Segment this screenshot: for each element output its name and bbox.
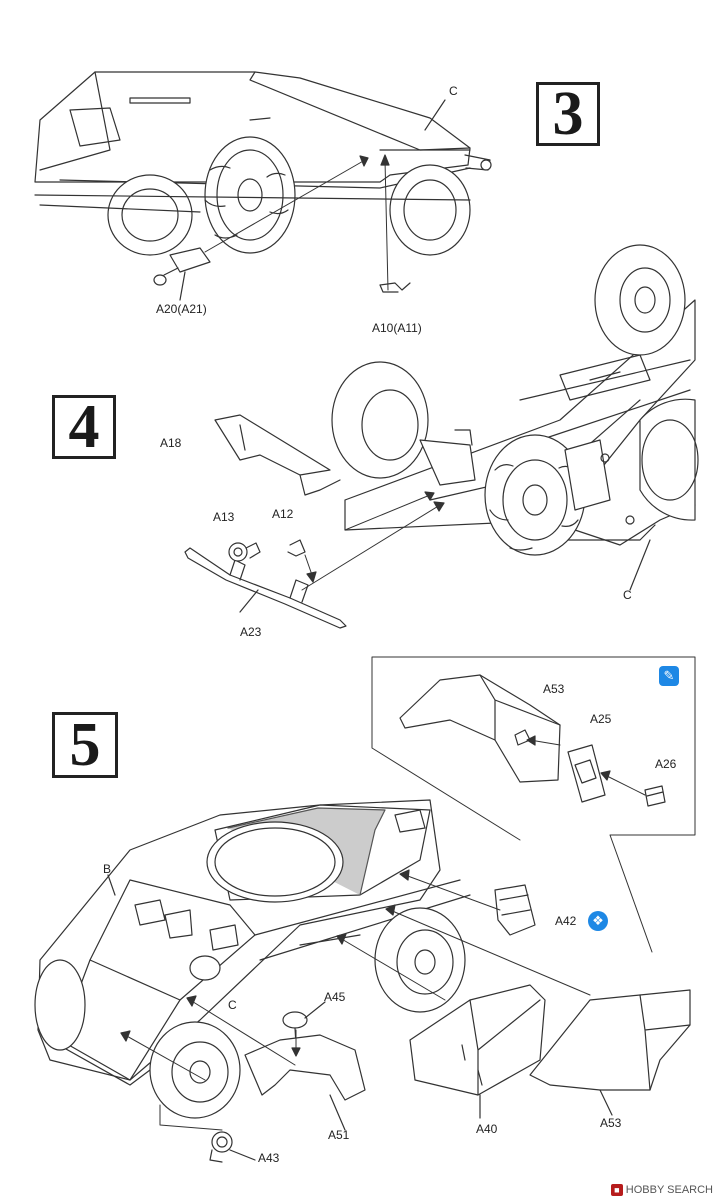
part-label-a42: A42 [555, 914, 577, 928]
watermark: ■ HOBBY SEARCH [610, 1184, 713, 1196]
step3-drawing [34, 71, 492, 301]
part-label-a25: A25 [590, 712, 612, 726]
step5-drawing [34, 656, 696, 1163]
part-label-a40: A40 [476, 1122, 498, 1136]
option-part-icon: ❖ [588, 911, 608, 931]
part-label-a43: A43 [258, 1151, 280, 1165]
part-label-a53: A53 [600, 1116, 622, 1130]
part-label-c-step3: C [449, 84, 458, 98]
part-label-b: B [103, 862, 112, 876]
part-label-a12: A12 [272, 507, 294, 521]
step-5-number: 5 [52, 712, 118, 778]
step-4-number: 4 [52, 395, 116, 459]
part-label-a51: A51 [328, 1128, 350, 1142]
part-label-a26: A26 [655, 757, 677, 771]
part-label-c-step4: C [623, 588, 632, 602]
part-label-c-step5: C [228, 998, 237, 1012]
part-label-a20: A20(A21) [156, 302, 207, 316]
step4-drawing [184, 244, 699, 629]
part-label-a13: A13 [213, 510, 235, 524]
part-label-a45: A45 [324, 990, 346, 1004]
step-3-number: 3 [536, 82, 600, 146]
part-label-a18: A18 [160, 436, 182, 450]
paint-brush-icon: ✎ [659, 666, 679, 686]
part-label-a10: A10(A11) [372, 321, 422, 335]
part-label-a23: A23 [240, 625, 262, 639]
hobby-search-logo-icon: ■ [610, 1184, 623, 1196]
watermark-text: HOBBY SEARCH [625, 1184, 713, 1196]
part-label-a53-detail: A53 [543, 682, 565, 696]
